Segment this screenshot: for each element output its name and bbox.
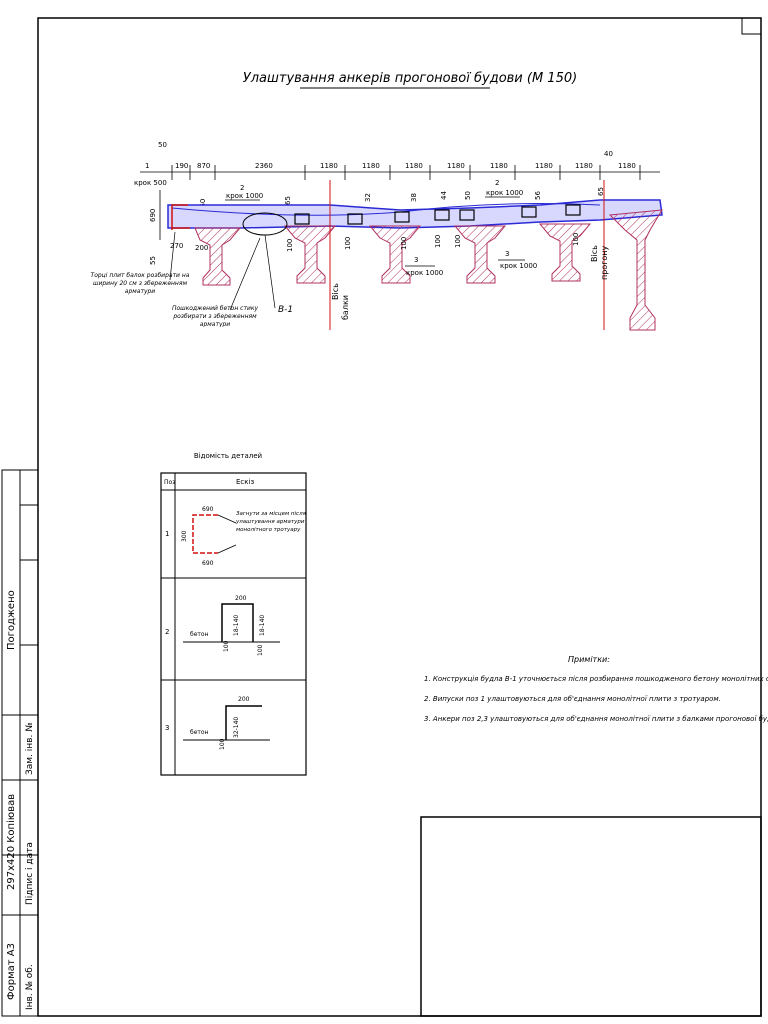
row2-dim-b: 18-140	[233, 615, 240, 636]
row1-dim-a: 690	[202, 506, 214, 513]
dim-55: 55	[149, 256, 157, 265]
dim-40: 40	[604, 150, 613, 158]
dim-1180-b: 1180	[362, 162, 380, 170]
anchor-32: 32	[364, 193, 372, 202]
drawing-title: Улаштування анкерів прогонової будови (М…	[243, 71, 577, 86]
dim-1180-e: 1180	[490, 162, 508, 170]
callout-b1: В-1	[278, 305, 293, 315]
stamp-inv-no: Інв. № об.	[25, 964, 35, 1010]
dim-1180-f: 1180	[535, 162, 553, 170]
row1-dim-c: 690	[202, 560, 214, 567]
row2-dim-a: 200	[235, 595, 247, 602]
callout-torec: Торці плит балок розбирати на ширину 20 …	[90, 272, 190, 295]
anchor-38: 38	[410, 193, 418, 202]
step-2a: 2	[240, 184, 244, 192]
dim-step500: крок 500	[134, 179, 167, 187]
row3-dim-a: 200	[238, 696, 250, 703]
beam-dim-6: 100	[572, 233, 580, 246]
row2-pos: 2	[165, 628, 169, 636]
dim-1180-g: 1180	[575, 162, 593, 170]
dim-690: 690	[149, 209, 157, 222]
row1-dim-b: 300	[181, 530, 188, 542]
callout-torec-box: Торці плит балок розбирати на ширину 20 …	[90, 272, 190, 295]
note-1: 1. Конструкція будла В-1 уточнюється піс…	[424, 675, 768, 683]
col-pos: Поз	[164, 479, 175, 486]
row2-dim-c: 18-140	[259, 615, 266, 636]
dim-870: 870	[197, 162, 210, 170]
step-2b: 2	[495, 179, 499, 187]
row3-dim-b: 32-140	[233, 717, 240, 738]
table-title: Відомість деталей	[194, 452, 262, 460]
step-3a: 3	[414, 256, 418, 264]
cross-section: 1 крок 500 50 190 870 2360 1180 1180 118…	[134, 141, 663, 331]
axis-label-1: Вісь	[331, 283, 340, 300]
row2-label: бетон	[190, 631, 209, 638]
side-stamp: Погоджено Формат А3 297х420 Копіював Інв…	[1, 469, 39, 1017]
dim-50: 50	[158, 141, 167, 149]
dim-2360: 2360	[255, 162, 273, 170]
note-3: 3. Анкери поз 2,3 улаштовуються для об'є…	[424, 715, 768, 723]
dim-1180-h: 1180	[618, 162, 636, 170]
anchor-65: 65	[597, 187, 605, 196]
dim-1180-d: 1180	[447, 162, 465, 170]
row2-dim-e: 100	[257, 644, 264, 656]
step-1000c: крок 1000	[406, 269, 443, 277]
dim-270: 270	[170, 242, 183, 250]
row3-pos: 3	[165, 724, 169, 732]
row3-dim-c: 100	[219, 738, 226, 750]
dim-1180-c: 1180	[405, 162, 423, 170]
callout-damaged-box: Пошкоджений бетон стику розбирати з збер…	[171, 305, 259, 327]
note-2: 2. Випуски поз 1 улаштовуються для об'єд…	[424, 695, 721, 703]
beam-dim-1: 100	[286, 239, 294, 252]
title-block	[420, 816, 762, 1017]
anchor-56: 56	[534, 191, 542, 200]
anchor-44: 44	[440, 191, 448, 200]
beam-dim-4: 100	[434, 235, 442, 248]
sheet-number-box	[741, 17, 762, 35]
stamp-format: Формат А3	[6, 943, 17, 1000]
dim-200: 200	[195, 244, 208, 252]
dim-1180-a: 1180	[320, 162, 338, 170]
anchor-50: 50	[464, 191, 472, 200]
col-sketch: Ескіз	[236, 478, 254, 486]
row1-pos: 1	[165, 530, 169, 538]
row1-note-box: Загнути за місцем після улаштування арма…	[236, 511, 306, 533]
dim-1: 1	[145, 162, 149, 170]
dim-190: 190	[175, 162, 188, 170]
row2-dim-d: 100	[223, 640, 230, 652]
notes-heading: Примітки:	[568, 655, 610, 664]
step-1000a: крок 1000	[226, 192, 263, 200]
axis-label-2: балки	[341, 295, 350, 320]
step-1000d: крок 1000	[500, 262, 537, 270]
row3-label: бетон	[190, 729, 209, 736]
beam-dim-2: 100	[344, 237, 352, 250]
beam-dim-3: 100	[400, 237, 408, 250]
dim-65: 65	[284, 196, 292, 205]
stamp-approved: Погоджено	[6, 590, 17, 650]
callout-damaged: Пошкоджений бетон стику розбирати з збер…	[171, 305, 259, 327]
stamp-sign-date: Підпис і дата	[25, 842, 35, 905]
axis-label-4: прогону	[600, 245, 609, 280]
details-table: Відомість деталей Поз Ескіз 1 2 3 690 30…	[160, 452, 307, 776]
step-3b: 3	[505, 250, 509, 258]
stamp-repl-inv: Зам. інв. №	[25, 722, 35, 775]
axis-label-3: Вісь	[590, 245, 599, 262]
row1-note: Загнути за місцем після улаштування арма…	[236, 511, 306, 533]
stamp-copied: 297х420 Копіював	[5, 794, 17, 890]
step-1000b: крок 1000	[486, 189, 523, 197]
beam-dim-5: 100	[454, 235, 462, 248]
